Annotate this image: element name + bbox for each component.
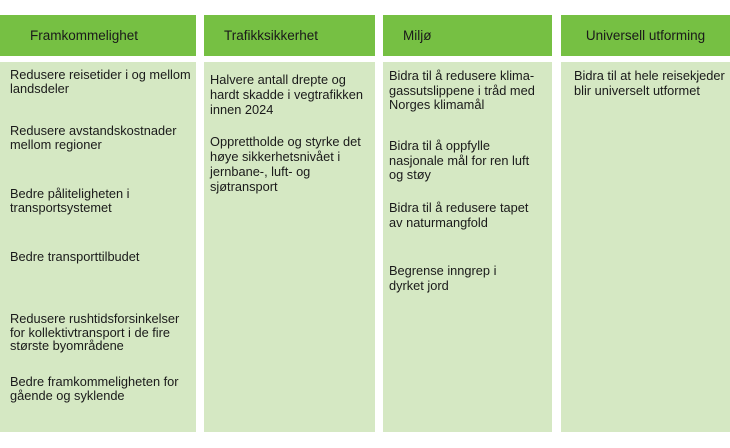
list-item: Bidra til å oppfylle nasjonale mål for r… [389, 138, 530, 182]
column-body-universell-utforming: Bidra til at hele reisekjeder blir unive… [561, 62, 730, 432]
column-title: Universell utforming [585, 28, 706, 43]
list-item: Bedre transporttilbudet [10, 249, 140, 264]
header-trafikksikkerhet: Trafikksikkerhet [204, 15, 375, 56]
column-body-trafikksikkerhet: Halvere antall drepte og hardt skadde i … [204, 62, 375, 432]
list-item: Bidra til at hele reisekjeder blir unive… [574, 68, 725, 98]
list-item: Halvere antall drepte og hardt skadde i … [210, 72, 363, 117]
column-title: Trafikksikkerhet [224, 28, 319, 43]
list-item: Begrense inngrep i dyrket jord [389, 263, 497, 293]
list-item: Redusere rushtidsforsinkelser for kollek… [10, 311, 180, 353]
list-item: Bidra til å redusere klima-gassutslippen… [389, 68, 535, 112]
header-framkommelighet: Framkommelighet [0, 15, 196, 56]
column-title: Miljø [403, 28, 432, 43]
header-universell-utforming: Universell utforming [561, 15, 730, 56]
column-body-miljo: Bidra til å redusere klima-gassutslippen… [383, 62, 552, 432]
header-miljo: Miljø [383, 15, 552, 56]
column-title: Framkommelighet [30, 28, 139, 43]
list-item: Bidra til å redusere tapet av naturmangf… [389, 200, 529, 230]
list-item: Bedre påliteligheten i transportsystemet [10, 186, 130, 215]
column-body-framkommelighet: Redusere reisetider i og mellom landsdel… [0, 62, 196, 432]
list-item: Opprettholde og styrke det høye sikkerhe… [210, 134, 361, 194]
list-item: Bedre framkommeligheten for gående og sy… [10, 374, 179, 403]
list-item: Redusere reisetider i og mellom landsdel… [10, 67, 191, 96]
list-item: Redusere avstandskostnader mellom region… [10, 123, 177, 152]
